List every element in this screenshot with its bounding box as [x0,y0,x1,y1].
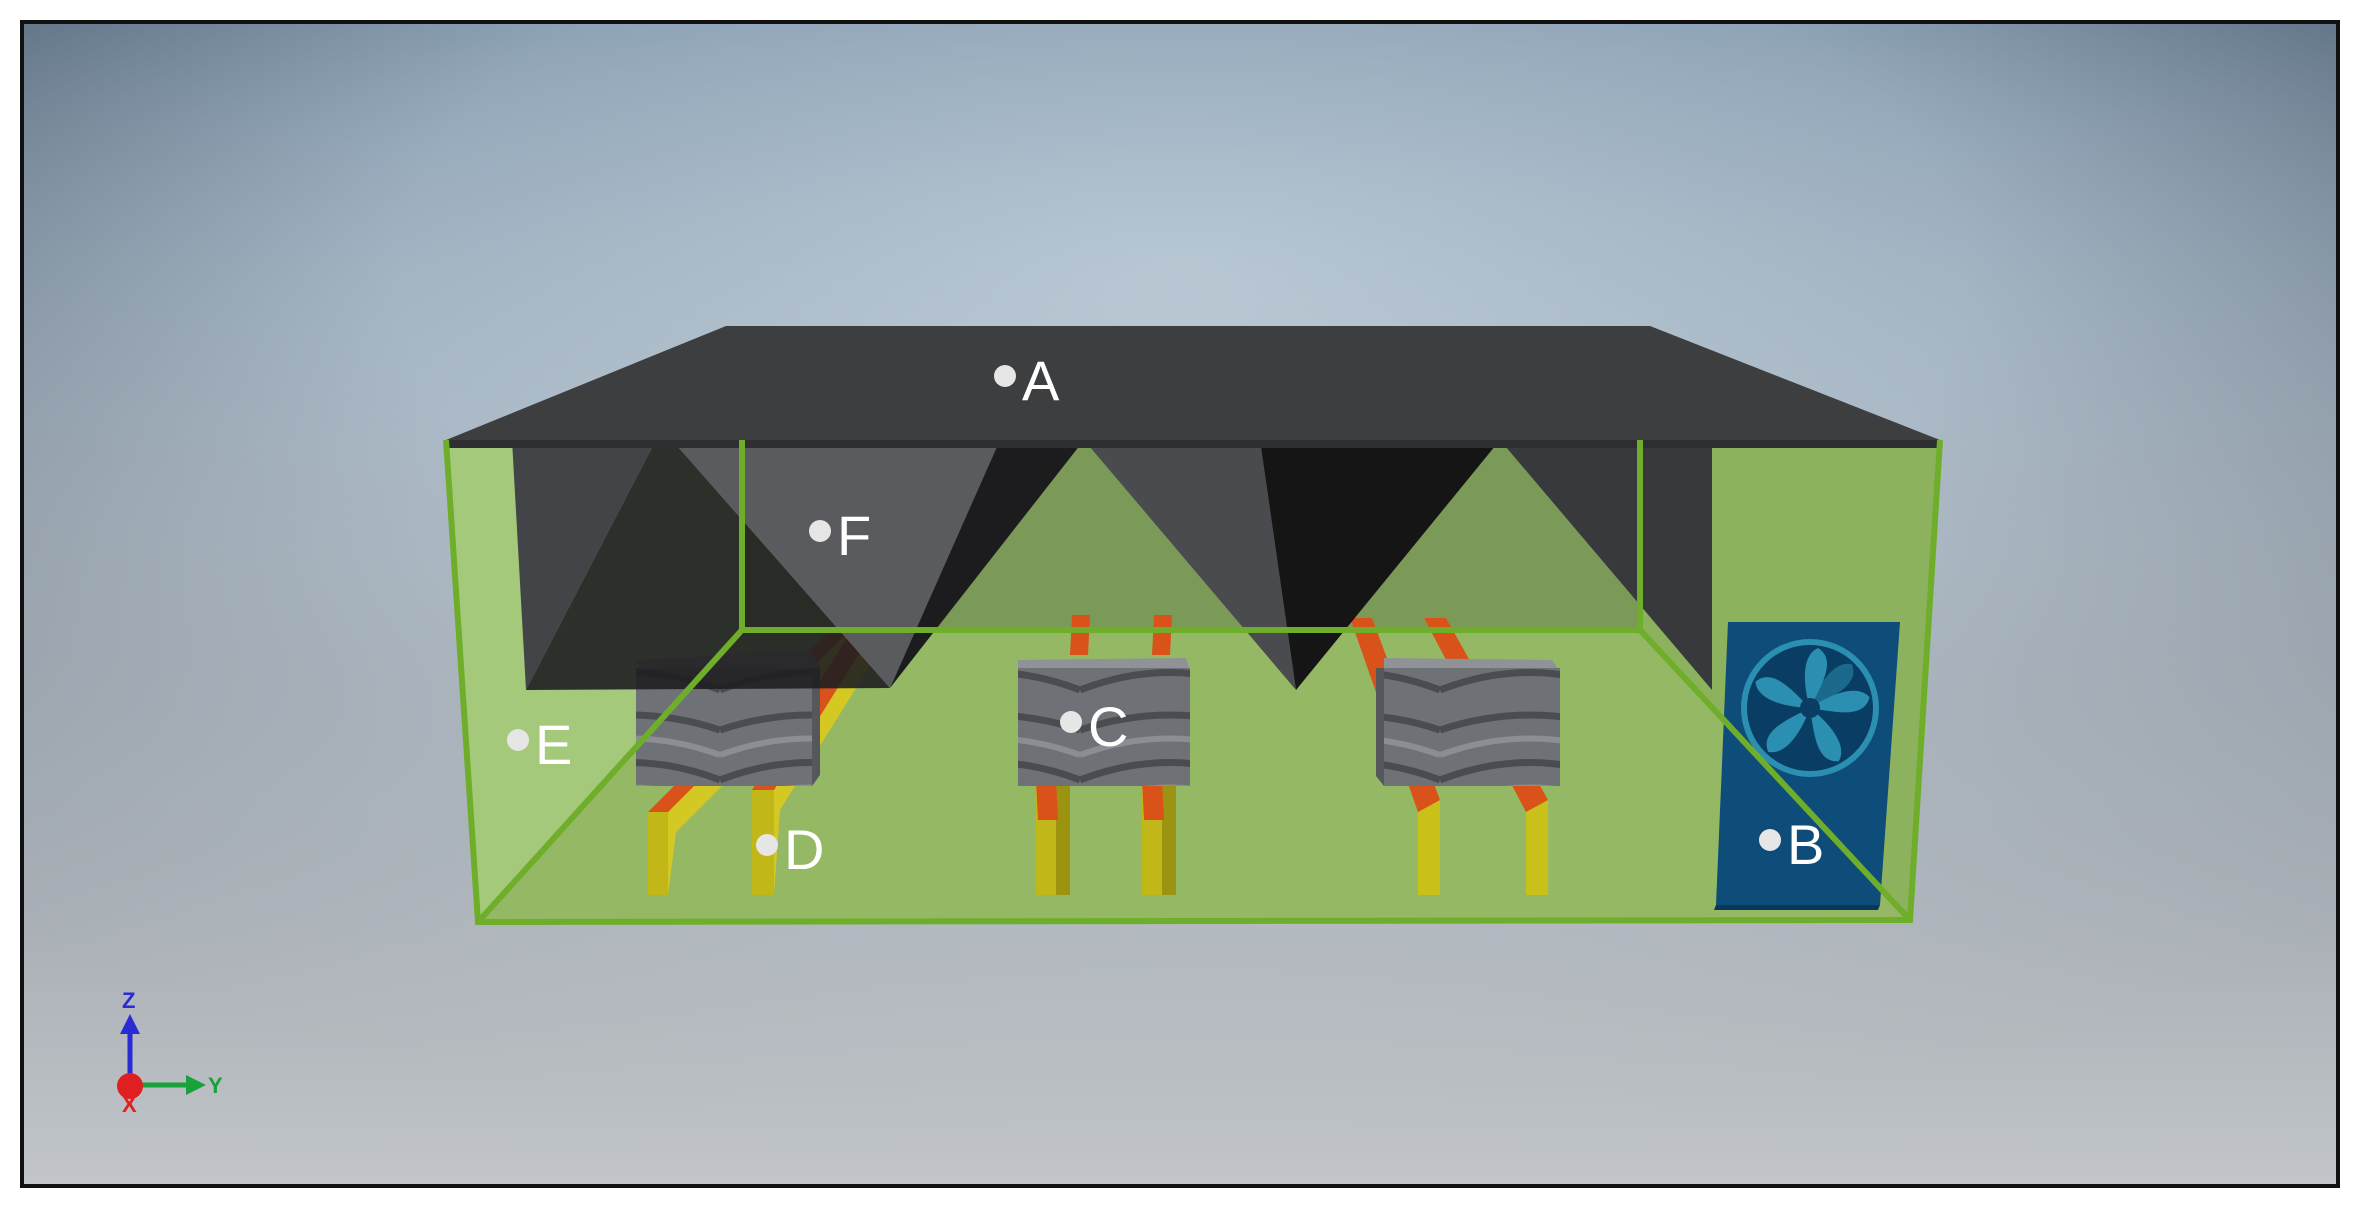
wood-block [1376,658,1560,786]
label-C-text: C [1088,695,1128,758]
label-E-text: E [535,713,572,776]
roof [446,326,1940,448]
label-F-text: F [837,504,871,567]
label-D: D [756,818,824,881]
label-F: F [809,504,871,567]
label-C: C [1060,695,1128,758]
enclosure-edges [443,439,1943,926]
roof-top [446,326,1940,440]
absorber-panel [890,440,1084,688]
label-B-text: B [1787,813,1824,876]
absorber-plates [512,440,1712,690]
fan-icon [1741,639,1879,777]
rail [1142,615,1176,895]
absorber-panel [1500,440,1712,690]
label-D-text: D [784,818,824,881]
axis-y-label: Y [208,1073,223,1098]
axis-x-label: X [122,1092,137,1117]
absorber-panel [512,440,656,690]
axis-z-label: Z [122,988,135,1013]
label-A-text: A [1022,349,1060,412]
absorber-panel [672,440,1000,688]
label-E: E [507,713,572,776]
wood-block [1018,658,1190,786]
axis-triad-icon: Z Y X [117,988,223,1117]
rail [1036,615,1090,895]
roof-front-edge [446,440,1940,448]
label-B: B [1759,813,1824,876]
frame-outline [20,20,2340,1188]
label-A: A [994,349,1060,412]
